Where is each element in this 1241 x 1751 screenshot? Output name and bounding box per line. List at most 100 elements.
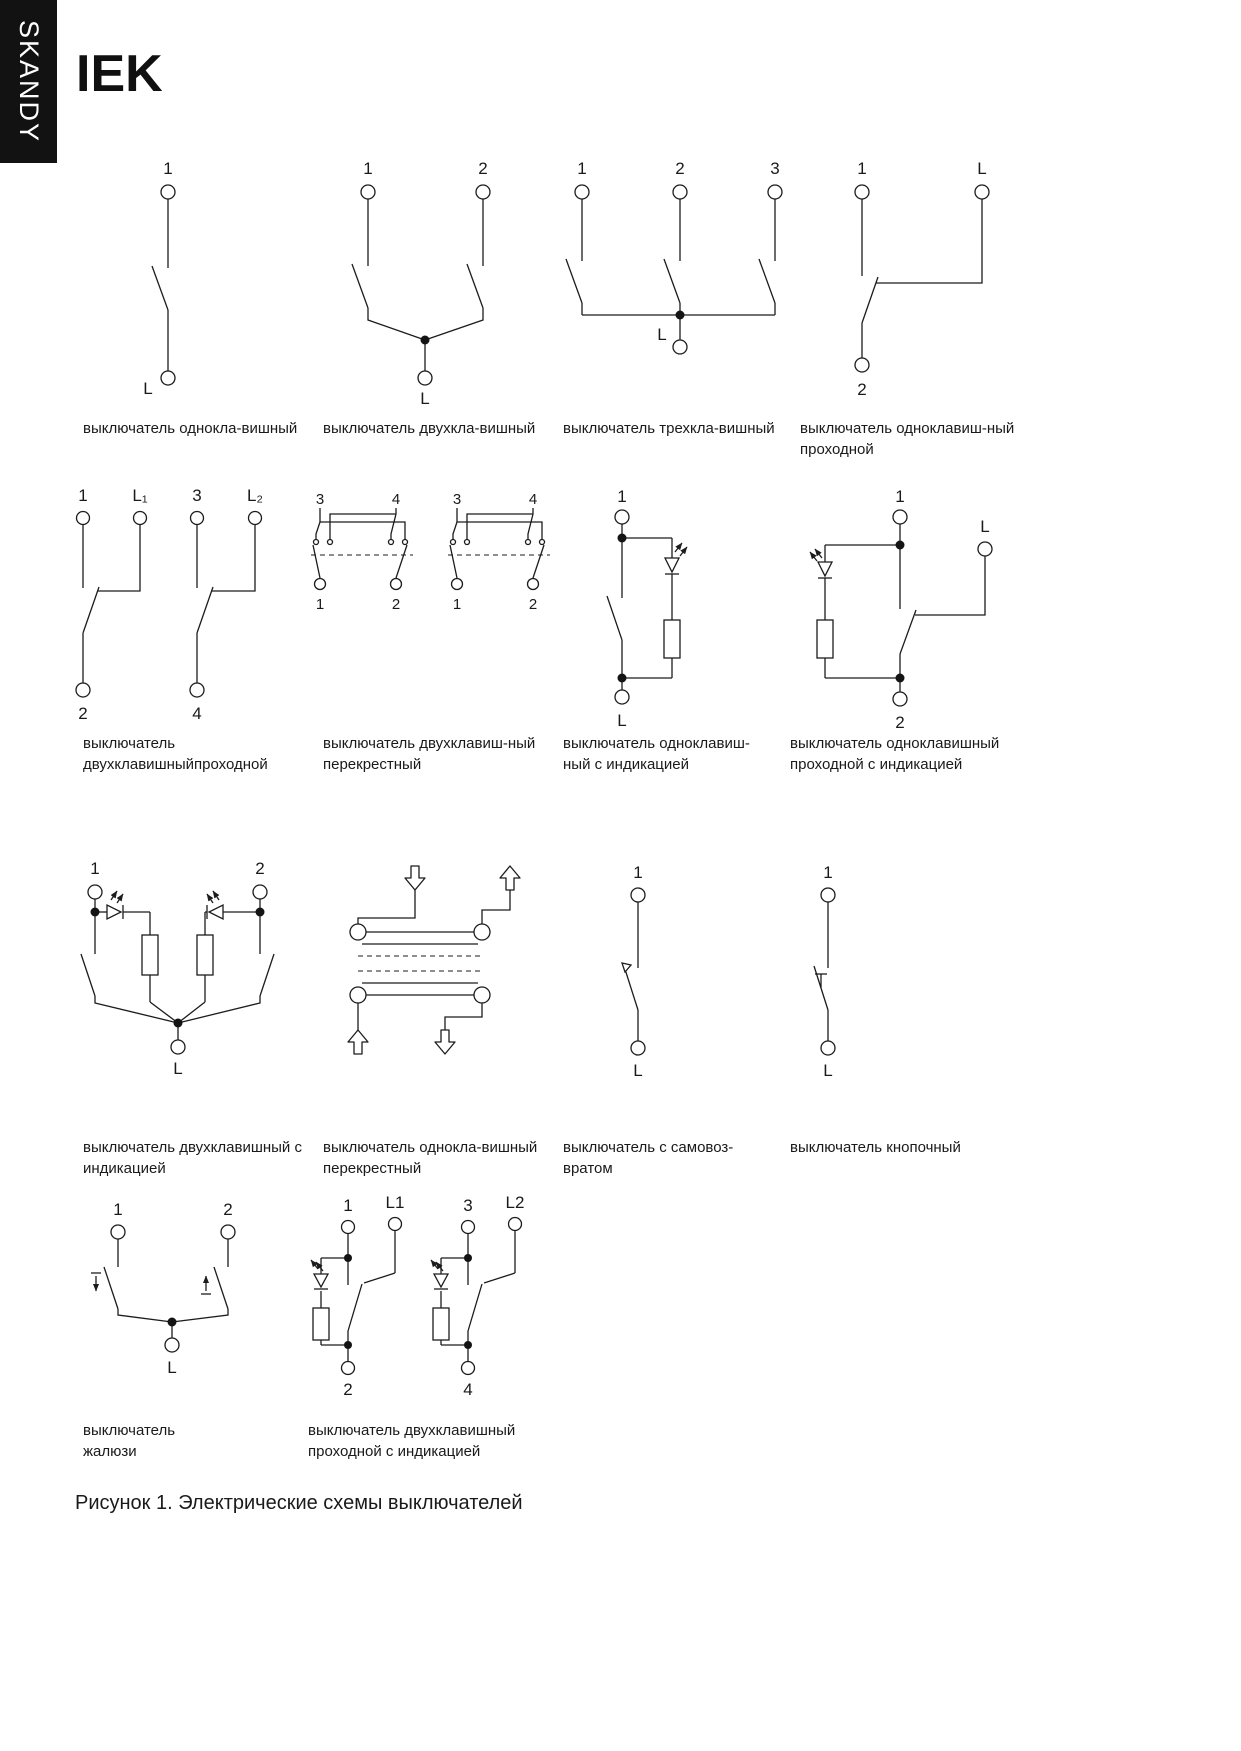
wiring bbox=[452, 508, 543, 539]
contact-circle bbox=[312, 538, 320, 546]
led-icon bbox=[310, 1259, 330, 1290]
contact-circle bbox=[387, 538, 395, 546]
diagram-momentary-switch: 1 L bbox=[578, 862, 698, 1112]
terminal-circle bbox=[820, 887, 836, 903]
diagram-push-button-switch: 1 L bbox=[768, 862, 888, 1112]
diagram-one-key-crossover bbox=[330, 860, 550, 1075]
terminal-circle bbox=[473, 986, 491, 1004]
terminal-label-L: L bbox=[617, 711, 626, 730]
diagram-one-key-switch: 1 L bbox=[108, 158, 228, 408]
caption-one-key-passthrough: выключатель одноклавиш-ный проходной bbox=[800, 420, 1015, 458]
terminal-label-1: 1 bbox=[78, 486, 87, 505]
terminal-circle bbox=[450, 577, 464, 591]
terminal-circle bbox=[526, 577, 540, 591]
contact-circle bbox=[538, 538, 546, 546]
terminal-circle bbox=[892, 691, 908, 707]
switch-lever bbox=[213, 1266, 229, 1310]
caption-momentary: выключатель с самовоз- вратом bbox=[563, 1139, 734, 1177]
wiring bbox=[565, 199, 776, 340]
terminal-label-L: L bbox=[977, 159, 986, 178]
junction-dot bbox=[464, 1254, 472, 1262]
diagram-two-key-passthrough: 1 L₁ 3 L₂ 2 4 bbox=[62, 486, 302, 728]
terminal-circle bbox=[132, 510, 148, 526]
terminal-label-L: L bbox=[823, 1061, 832, 1080]
terminal-circle bbox=[767, 184, 783, 200]
switch-lever bbox=[466, 263, 484, 309]
terminal-circle bbox=[75, 682, 91, 698]
terminal-label-1: 1 bbox=[163, 159, 172, 178]
crossover-panel-2: 3 4 1 2 bbox=[448, 491, 550, 613]
wiring bbox=[861, 199, 983, 358]
caption-two-key-indicator: выключатель двухклавишный с индикацией bbox=[83, 1139, 302, 1177]
terminal-label-4: 4 bbox=[463, 1380, 472, 1399]
switch-lever bbox=[347, 1283, 363, 1332]
terminal-label-2: 2 bbox=[478, 159, 487, 178]
wiring bbox=[103, 1239, 229, 1338]
terminal-circle bbox=[630, 887, 646, 903]
terminal-label-3: 3 bbox=[770, 159, 779, 178]
iek-logo: IEK bbox=[76, 45, 163, 103]
contact-circle bbox=[449, 538, 457, 546]
wiring bbox=[80, 899, 275, 1040]
terminal-label-L: L bbox=[420, 389, 429, 408]
wiring bbox=[623, 902, 639, 1041]
switch-lever bbox=[395, 544, 408, 579]
terminal-label-1: 1 bbox=[363, 159, 372, 178]
caption-push-button: выключатель кнопочный bbox=[790, 1139, 961, 1156]
terminal-label-L: L bbox=[167, 1358, 176, 1377]
contact-circle bbox=[326, 538, 334, 546]
crossover-panel-1: 3 4 1 2 bbox=[311, 491, 413, 613]
caption-one-key-passthrough-indicator: выключатель одноклавишный проходной с ин… bbox=[790, 735, 1000, 773]
terminal-label-1: 1 bbox=[90, 859, 99, 878]
led-icon bbox=[809, 548, 834, 579]
junction-dot bbox=[895, 673, 905, 683]
terminal-label-2: 2 bbox=[255, 859, 264, 878]
switch-lever bbox=[196, 586, 214, 634]
caption-one-key: выключатель однокла-вишный bbox=[83, 420, 298, 437]
terminal-circle bbox=[574, 184, 590, 200]
switch-lever bbox=[623, 965, 639, 1011]
terminal-circle bbox=[252, 884, 268, 900]
terminal-circle bbox=[854, 357, 870, 373]
resistor-icon bbox=[196, 934, 214, 976]
terminal-circle bbox=[974, 184, 990, 200]
spring-return-icon bbox=[621, 962, 633, 974]
terminal-label-3: 3 bbox=[453, 491, 461, 508]
terminal-circle bbox=[475, 184, 491, 200]
led-icon bbox=[206, 890, 224, 921]
terminal-label-1: 1 bbox=[577, 159, 586, 178]
diagram-blinds-switch: 1 2 L bbox=[85, 1195, 285, 1410]
resistor-icon bbox=[312, 1307, 330, 1341]
terminal-label-2: 2 bbox=[343, 1380, 352, 1399]
junction-dot bbox=[420, 335, 430, 345]
terminal-label-3: 3 bbox=[192, 486, 201, 505]
wiring bbox=[315, 508, 406, 539]
series-sidebar: SKANDY bbox=[0, 0, 57, 163]
led-icon bbox=[106, 890, 124, 921]
arrow-up-icon bbox=[499, 865, 521, 891]
terminal-circle bbox=[110, 1224, 126, 1240]
diagram-three-key-switch: 1 2 3 L bbox=[560, 158, 800, 408]
terminal-label-L2: L₂ bbox=[247, 486, 263, 505]
wiring bbox=[320, 1231, 396, 1361]
terminal-label-4: 4 bbox=[192, 704, 201, 723]
terminal-circle bbox=[614, 509, 630, 525]
resistor-icon bbox=[141, 934, 159, 976]
junction-dot bbox=[895, 540, 905, 550]
switch-lever bbox=[565, 258, 583, 304]
terminal-circle bbox=[460, 1219, 476, 1235]
terminal-circle bbox=[473, 923, 491, 941]
terminal-circle bbox=[313, 577, 327, 591]
terminal-circle bbox=[170, 1039, 186, 1055]
terminal-label-1: 1 bbox=[823, 863, 832, 882]
switch-lever bbox=[151, 265, 169, 311]
junction-dot bbox=[617, 673, 627, 683]
figure-caption: Рисунок 1. Электрические схемы выключате… bbox=[75, 1492, 523, 1514]
switch-lever bbox=[861, 276, 879, 324]
terminal-label-2: 2 bbox=[529, 596, 537, 613]
wiring bbox=[813, 902, 829, 1041]
junction-dot bbox=[675, 310, 685, 320]
terminal-label-L: L bbox=[173, 1059, 182, 1078]
switch-lever bbox=[82, 586, 100, 634]
caption-one-key-crossover: выключатель однокла-вишный перекрестный bbox=[323, 1139, 538, 1177]
